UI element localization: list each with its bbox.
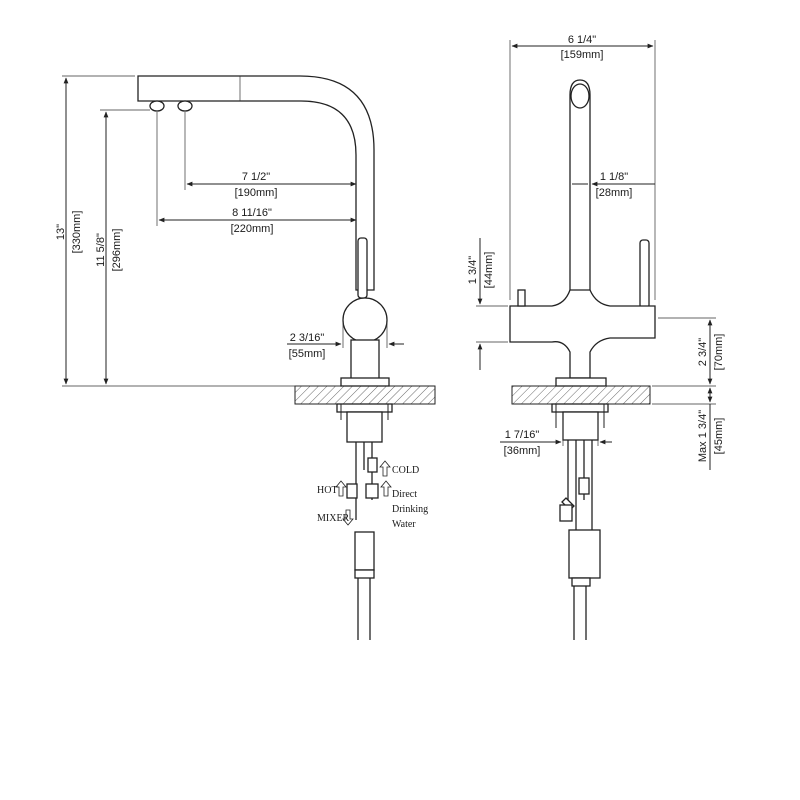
base-height-inch: 2 3/4" [697, 338, 709, 366]
shank-diameter-inch: 1 7/16" [505, 429, 540, 441]
side-hoses [346, 442, 379, 640]
mixer-label: MIXER [317, 513, 350, 524]
dim-reach-outer: 8 11/16" [220mm] [156, 112, 357, 235]
front-mounting [551, 403, 609, 441]
height-spout-mm: [296mm] [111, 229, 123, 272]
height-spout-inch: 11 5/8" [95, 233, 107, 267]
direct-drinking-label-2: Drinking [392, 504, 428, 515]
front-base [555, 377, 607, 387]
front-view: 6 1/4" [159mm] 1 1/8" [28mm] 1 3/4" [44m… [467, 34, 725, 640]
dim-shank-diameter: 1 7/16" [36mm] [500, 420, 612, 457]
side-hose-labels: COLD HOT Direct Drinking Water MIXER [317, 460, 428, 530]
width-total-inch: 6 1/4" [568, 34, 596, 46]
cold-label: COLD [392, 465, 419, 476]
dim-reach-inner: 7 1/2" [190mm] [184, 112, 357, 199]
front-valve-body [509, 289, 656, 379]
dim-lever-height: 1 3/4" [44mm] [467, 238, 508, 370]
side-spout [137, 75, 375, 291]
reach-outer-mm: [220mm] [231, 223, 274, 235]
lever-height-mm: [44mm] [483, 252, 495, 289]
reach-outer-inch: 8 11/16" [232, 207, 272, 219]
dim-tube-width: 1 1/8" [28mm] [572, 171, 655, 199]
side-lever [357, 237, 368, 299]
max-deck-inch: Max 1 3/4" [697, 410, 709, 462]
dim-height-total: 13" [330mm] [55, 75, 340, 387]
side-base [340, 377, 390, 387]
reach-inner-mm: [190mm] [235, 187, 278, 199]
front-countertop [511, 385, 651, 405]
height-total-mm: [330mm] [71, 211, 83, 254]
dim-height-spout: 11 5/8" [296mm] [95, 109, 150, 385]
max-deck-mm: [45mm] [713, 418, 725, 455]
side-view: COLD HOT Direct Drinking Water MIXER 13"… [55, 75, 436, 640]
tube-width-inch: 1 1/8" [600, 171, 628, 183]
dim-base-height: 2 3/4" [70mm] [652, 317, 725, 387]
tube-width-mm: [28mm] [596, 187, 633, 199]
front-tube [569, 79, 591, 293]
base-height-mm: [70mm] [713, 334, 725, 371]
body-diameter-inch: 2 3/16" [290, 332, 325, 344]
side-countertop [294, 385, 436, 405]
hot-label: HOT [317, 485, 338, 496]
body-diameter-mm: [55mm] [289, 348, 326, 360]
side-mounting [336, 403, 393, 443]
front-lever [639, 239, 650, 309]
width-total-mm: [159mm] [561, 49, 604, 61]
height-total-inch: 13" [55, 224, 67, 240]
dim-body-diameter: 2 3/16" [55mm] [287, 322, 404, 360]
dim-width-total: 6 1/4" [159mm] [509, 34, 656, 300]
lever-height-inch: 1 3/4" [467, 256, 479, 284]
dim-max-deck: Max 1 3/4" [45mm] [652, 387, 725, 470]
side-neck [350, 339, 380, 381]
direct-drinking-label-3: Water [392, 519, 416, 530]
side-body [342, 297, 388, 343]
reach-inner-inch: 7 1/2" [242, 171, 270, 183]
front-hoses [559, 440, 601, 640]
shank-diameter-mm: [36mm] [504, 445, 541, 457]
direct-drinking-label-1: Direct [392, 489, 417, 500]
